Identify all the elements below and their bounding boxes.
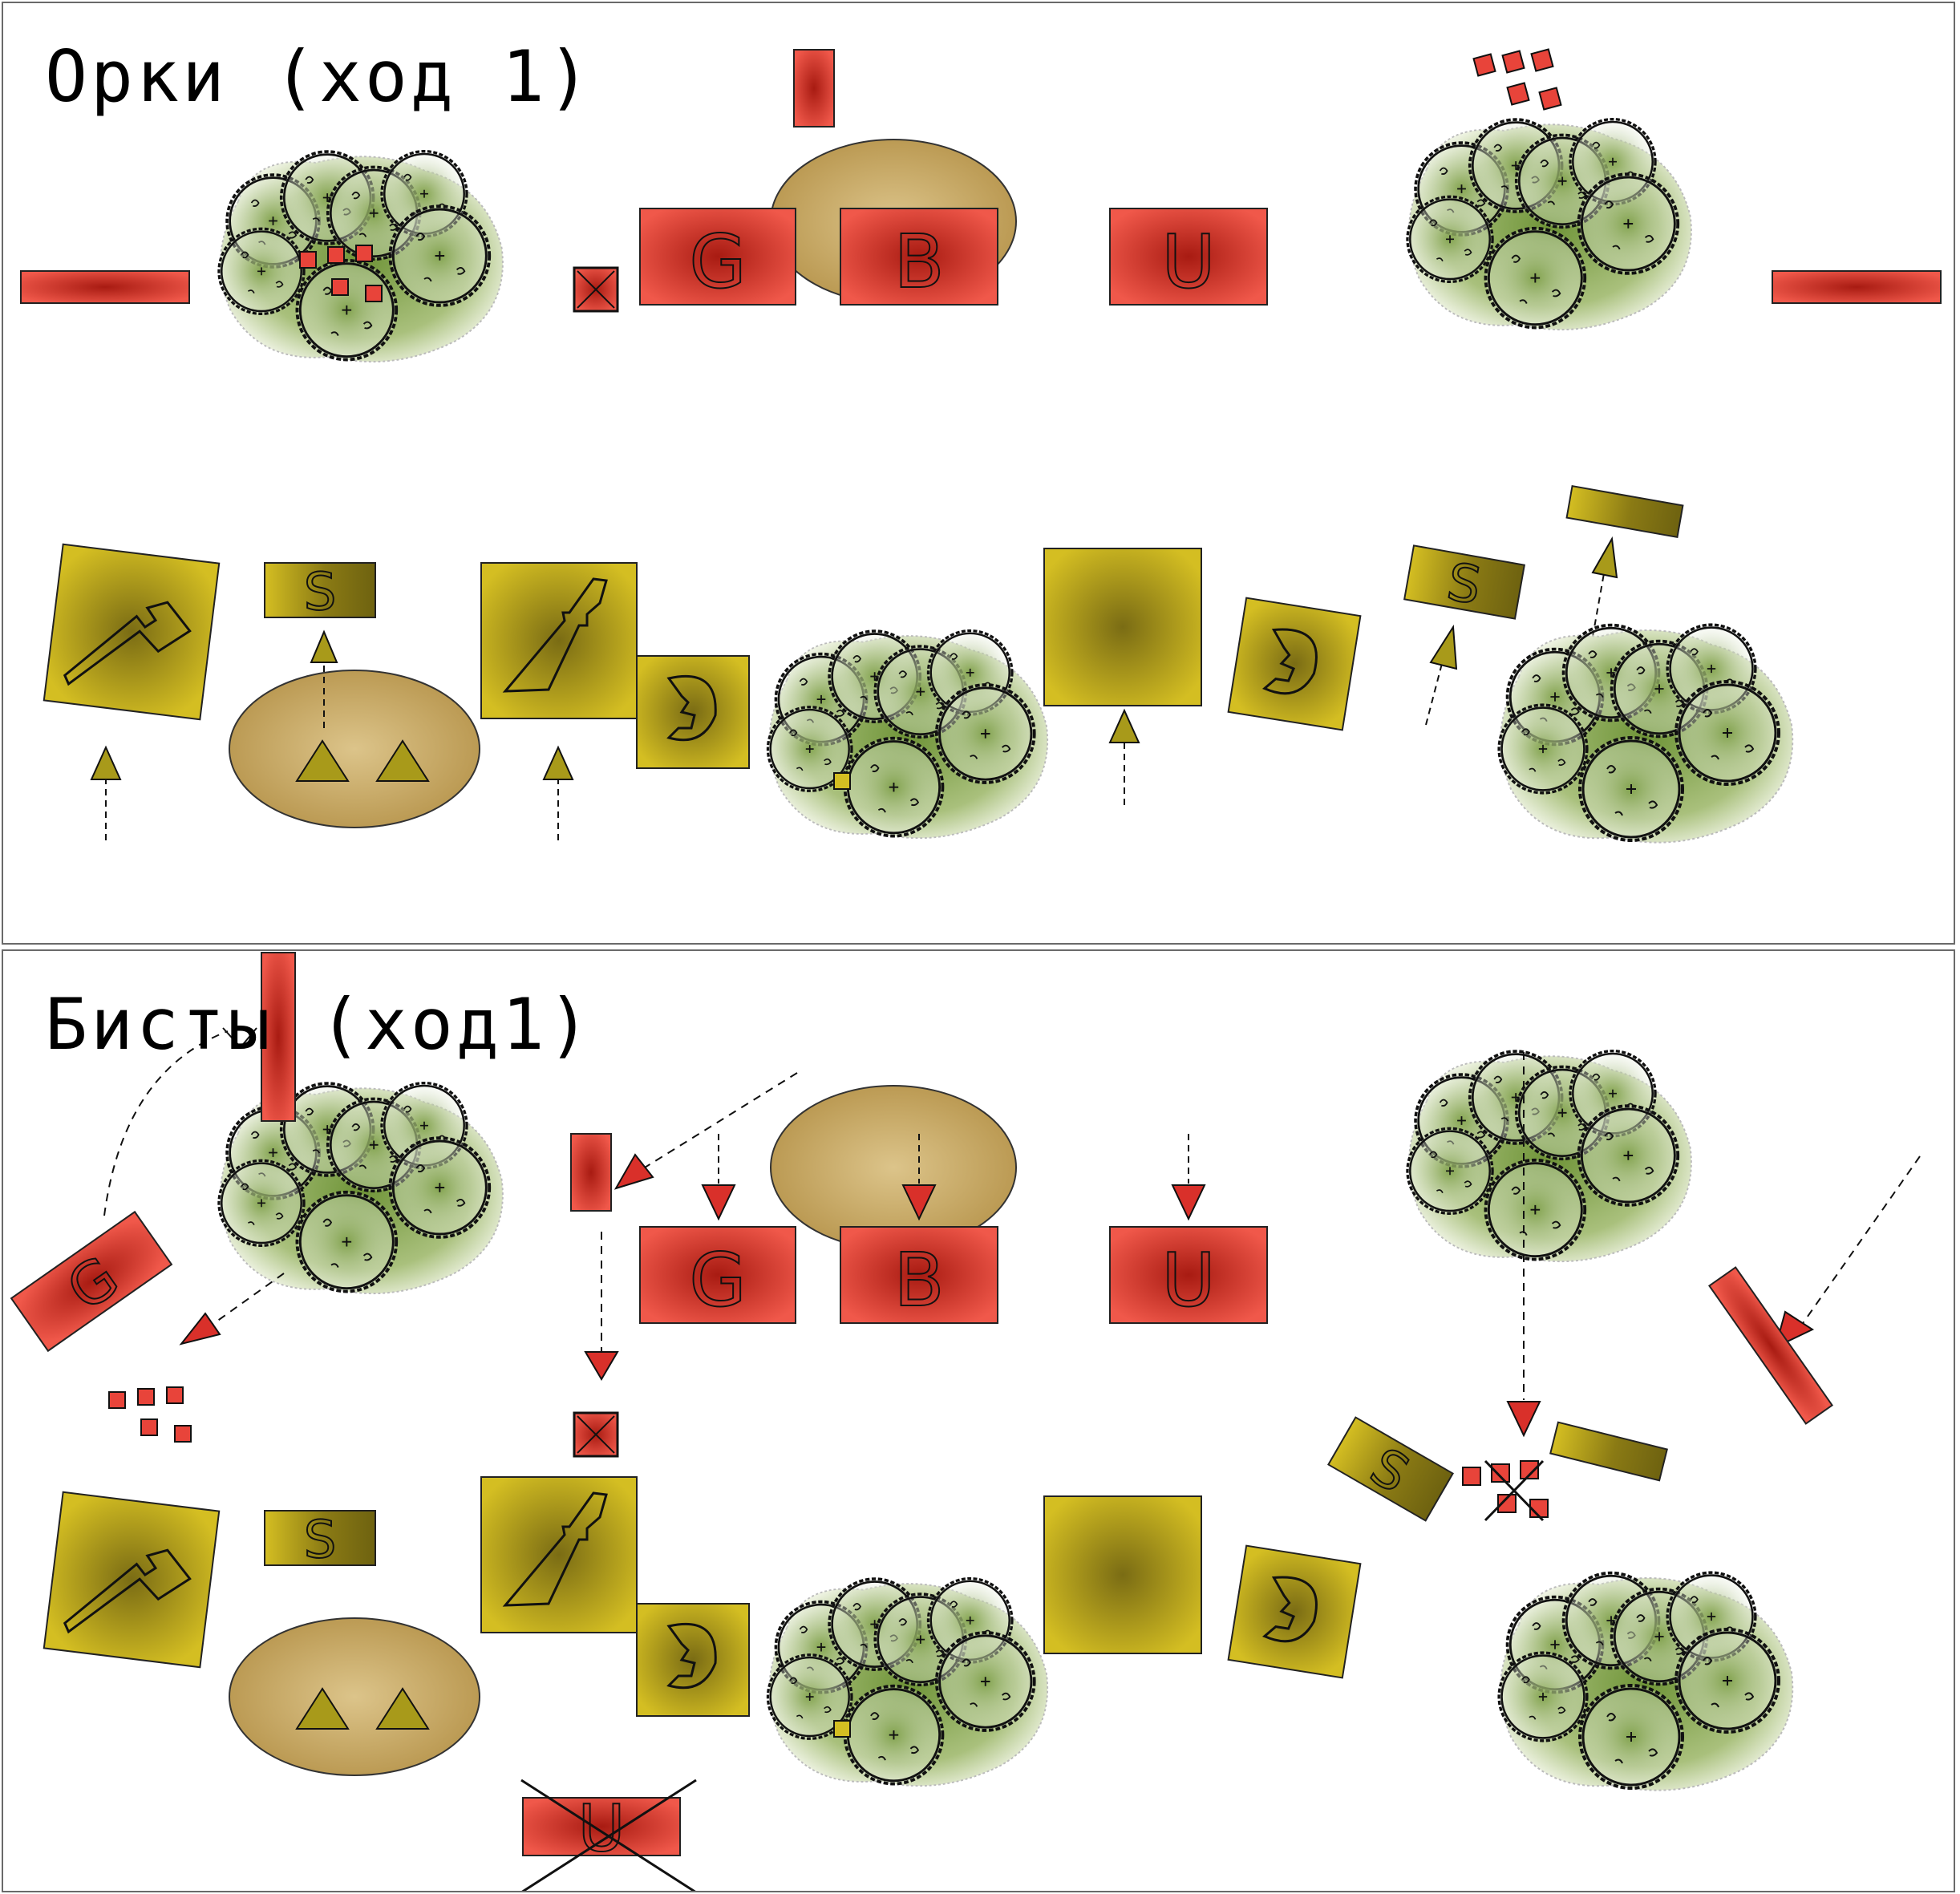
triangle-marker-icon[interactable] <box>295 739 430 782</box>
hill-beasts <box>229 670 480 828</box>
orc-unit-small-top[interactable] <box>570 1133 612 1212</box>
unit-letter-g: G <box>689 219 746 305</box>
beast-moon-unit[interactable] <box>636 1603 750 1717</box>
battlefield-beasts: G G B U <box>10 952 1921 1892</box>
forest-right <box>1499 625 1792 843</box>
orc-unit-small-top[interactable] <box>793 49 835 127</box>
svg-text:G: G <box>689 1237 746 1323</box>
orc-unit-g[interactable]: G <box>639 208 796 306</box>
orc-unit-g-flank[interactable]: G <box>10 1210 174 1354</box>
forest-center <box>767 1579 1047 1787</box>
orc-unit-g[interactable]: G <box>639 1226 796 1324</box>
cross-mark-icon <box>577 1415 615 1454</box>
orc-skirmishers-in-forest[interactable] <box>299 245 383 302</box>
orc-squig-swarm[interactable] <box>1472 48 1562 111</box>
hill-top <box>770 1085 1017 1250</box>
beast-moon-unit-right[interactable] <box>1227 597 1362 731</box>
svg-text:U: U <box>578 1791 626 1866</box>
forest-top-right <box>1407 1051 1691 1261</box>
beast-moon-unit-right[interactable] <box>1227 1544 1362 1679</box>
axe-icon <box>63 601 192 686</box>
move-arrow-line-right <box>1799 1155 1921 1329</box>
panel-title-orcs: Орки (ход 1) <box>45 35 593 118</box>
forest-top-right <box>1407 119 1691 330</box>
orc-unit-line-right-charging[interactable] <box>1707 1266 1834 1425</box>
forest-right <box>1499 1572 1792 1791</box>
cross-mark-icon <box>520 1779 697 1891</box>
svg-text:S: S <box>304 1511 337 1570</box>
sword-icon <box>502 1491 608 1607</box>
move-arrow-left-arc <box>103 1030 229 1216</box>
orc-unit-line-right[interactable] <box>1772 270 1942 304</box>
orc-skirmishers-moved[interactable] <box>108 1386 192 1443</box>
beast-line-unit-right[interactable] <box>1565 484 1684 539</box>
beast-sword-unit[interactable] <box>480 562 638 719</box>
beast-unit-s[interactable]: S <box>264 1510 376 1571</box>
sword-icon <box>502 577 608 693</box>
beast-large-unit[interactable] <box>1043 548 1202 706</box>
beast-large-unit[interactable] <box>1043 1495 1202 1654</box>
move-arrow-skirmish <box>205 1273 285 1330</box>
move-arrow-s-right <box>1425 657 1444 726</box>
beast-skirmisher-in-forest[interactable] <box>833 1720 851 1738</box>
panel-title-beasts: Бисты (ход1) <box>45 983 593 1066</box>
cross-mark-icon <box>1484 1459 1545 1522</box>
forest-center <box>767 631 1047 839</box>
crescent-moon-icon <box>666 1622 717 1690</box>
orc-character-crossed[interactable] <box>573 1411 619 1458</box>
axe-icon <box>63 1548 192 1634</box>
beast-unit-s-right[interactable]: S <box>1326 1416 1454 1525</box>
orc-unit-u[interactable]: U <box>1109 208 1268 306</box>
svg-text:B: B <box>893 1237 944 1323</box>
orc-character-crossed[interactable] <box>573 266 619 313</box>
beast-sword-unit[interactable] <box>480 1476 638 1633</box>
move-arrow-line-right <box>1592 564 1606 637</box>
hill-beasts <box>229 1617 480 1776</box>
orc-unit-line-left[interactable] <box>20 270 190 304</box>
beast-unit-s[interactable]: S <box>264 562 376 623</box>
orc-unit-u[interactable]: U <box>1109 1226 1268 1324</box>
svg-text:U: U <box>1161 1237 1215 1323</box>
unit-letter-b: B <box>893 219 944 305</box>
orc-unit-line-left-turned[interactable] <box>261 952 296 1122</box>
crescent-moon-icon <box>666 674 717 742</box>
move-arrow-small <box>644 1072 798 1168</box>
panel-beasts-turn-1: G G B U <box>2 949 1955 1892</box>
battlefield-orcs: G B U S <box>20 48 1942 945</box>
triangle-marker-icon[interactable] <box>295 1687 430 1730</box>
beast-line-unit-right[interactable] <box>1549 1421 1668 1482</box>
beast-axe-unit[interactable] <box>43 1491 221 1669</box>
unit-letter-u: U <box>1161 219 1215 305</box>
cross-mark-icon <box>577 270 615 309</box>
beast-unit-s-right[interactable]: S <box>1403 544 1525 623</box>
unit-letter-s: S <box>304 563 337 622</box>
panel-orcs-turn-1: G B U S <box>2 2 1955 945</box>
orc-unit-b[interactable]: B <box>840 1226 998 1324</box>
orc-unit-b[interactable]: B <box>840 208 998 306</box>
orc-unit-u-destroyed[interactable]: U <box>520 1779 697 1892</box>
beast-axe-unit[interactable] <box>43 543 221 721</box>
beast-skirmisher-in-forest[interactable] <box>833 772 851 790</box>
orc-squig-swarm-destroyed[interactable] <box>1462 1459 1549 1522</box>
beast-moon-unit[interactable] <box>636 655 750 769</box>
